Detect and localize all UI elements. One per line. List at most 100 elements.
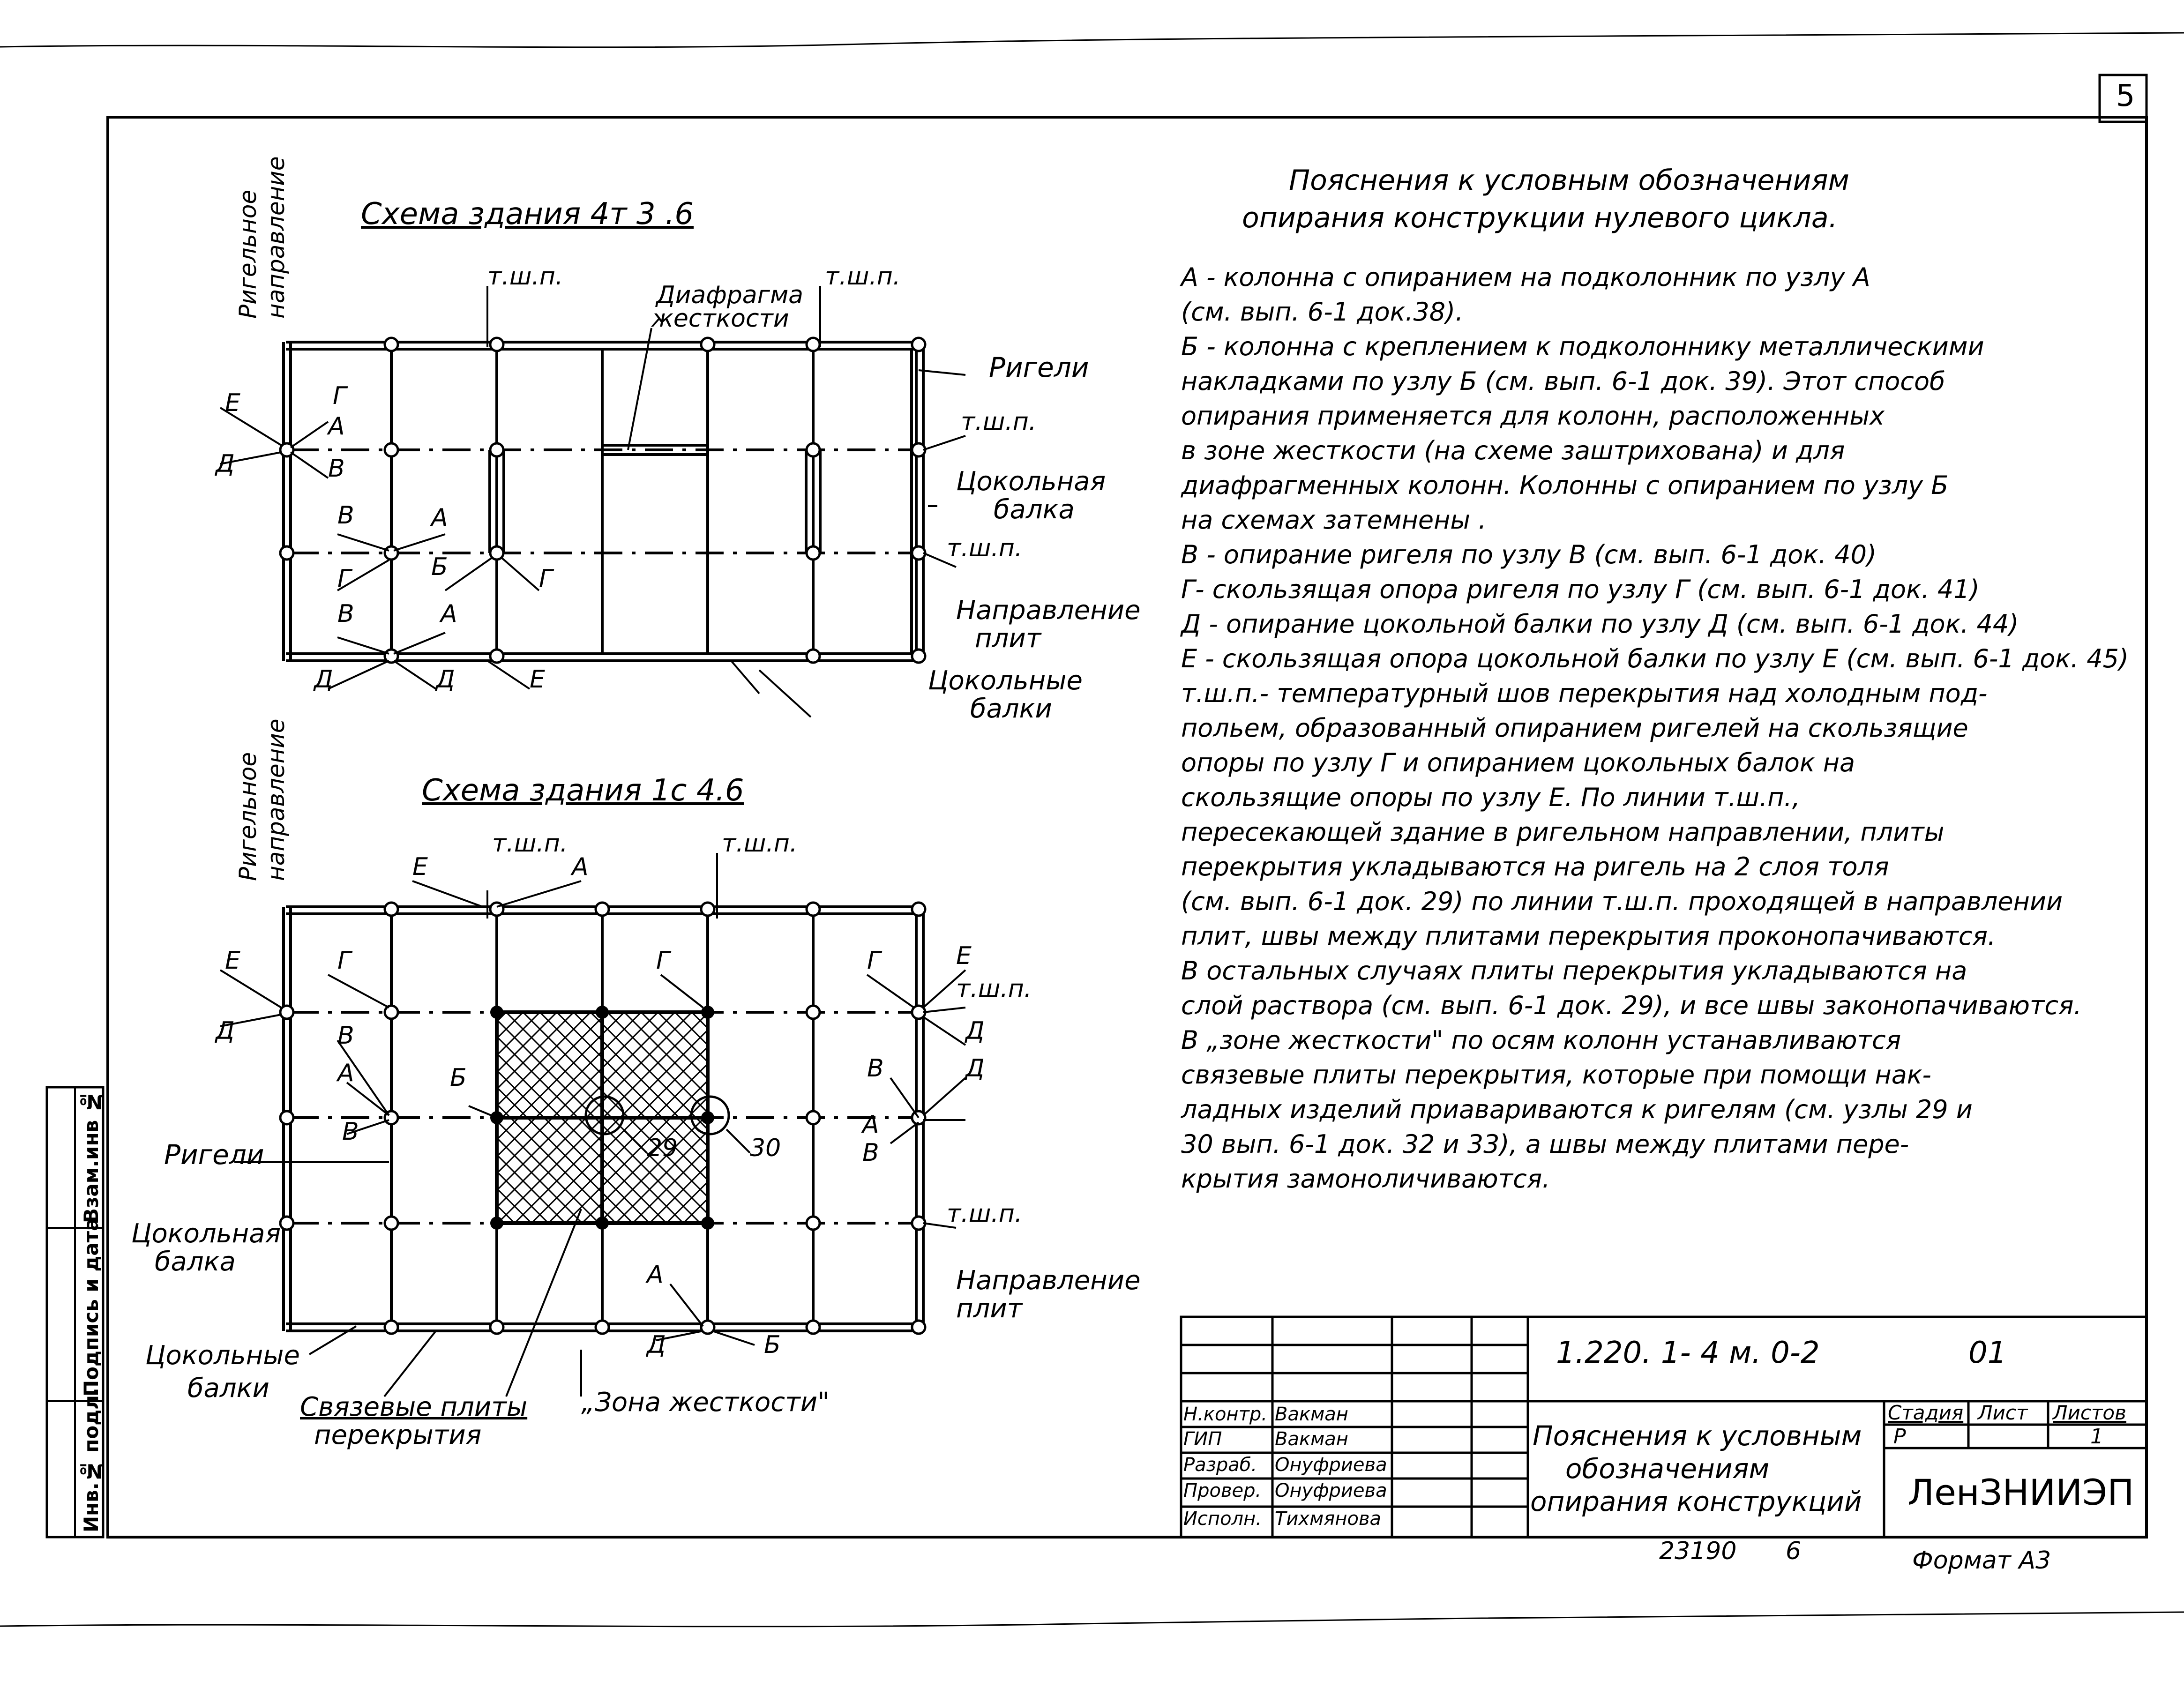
top-tshp-1: т.ш.п. <box>487 262 563 291</box>
explanation-line: т.ш.п.- температурный шов перекрытия над… <box>1181 679 1988 708</box>
top-node-D3: Д <box>436 665 455 694</box>
page-number: 5 <box>2116 79 2135 113</box>
bottom-tsokol-2: балка <box>155 1247 236 1277</box>
bottom-node-D4: Д <box>647 1331 666 1359</box>
bottom-tshp-4: т.ш.п. <box>947 1200 1023 1228</box>
signature-role: ГИП <box>1183 1428 1222 1450</box>
explanation-line: В „зоне жесткости" по осям колонн устана… <box>1181 1025 1901 1055</box>
explanation-line: 30 вып. 6-1 док. 32 и 33), а швы между п… <box>1181 1129 1909 1159</box>
explanation-line: В остальных случаях плиты перекрытия укл… <box>1181 956 1967 986</box>
sheets-header: Листов <box>2053 1401 2126 1424</box>
bottom-node-V1: В <box>337 1022 354 1050</box>
top-tshp-2: т.ш.п. <box>825 262 901 291</box>
explanation-line: крытия замоноличиваются. <box>1181 1164 1550 1194</box>
top-tsokolnye-1: Цокольные <box>928 665 1083 696</box>
top-node-B1: Б <box>431 553 448 581</box>
bottom-node-V3: В <box>342 1118 359 1146</box>
bottom-naprav-2: плит <box>956 1293 1023 1324</box>
top-node-V2: В <box>337 501 354 530</box>
bottom-node-A4: А <box>647 1261 664 1289</box>
sheets-value: 1 <box>2090 1425 2103 1449</box>
explanation-line: Г- скользящая опора ригеля по узлу Г (см… <box>1181 575 1980 604</box>
bottom-label-29: 29 <box>647 1134 678 1162</box>
top-node-A3: А <box>441 600 457 628</box>
bottom-tshp-2: т.ш.п. <box>722 829 798 858</box>
top-scheme-title: Схема здания 4т 3 .6 <box>361 197 694 232</box>
explanation-title-1: Пояснения к условным обозначениям <box>1289 164 1849 197</box>
bottom-tshp-1: т.ш.п. <box>492 829 568 858</box>
top-node-E2: Е <box>530 665 545 694</box>
bottom-node-A2: А <box>337 1059 354 1087</box>
top-rigeli: Ригели <box>989 351 1089 383</box>
top-tsokol-1: Цокольная <box>956 466 1106 497</box>
format-label: Формат А3 <box>1912 1546 2051 1575</box>
signature-role: Провер. <box>1183 1480 1262 1501</box>
sheet-header: Лист <box>1978 1401 2028 1424</box>
bottom-node-D3: Д <box>965 1054 985 1083</box>
bottom-tsokolnye-2: балки <box>187 1373 269 1404</box>
top-node-V3: В <box>337 600 354 628</box>
signature-role: Разраб. <box>1183 1454 1257 1476</box>
bottom-node-B2: Б <box>764 1331 781 1359</box>
doc-title-3: опирания конструкций <box>1530 1486 1862 1517</box>
top-diaphragm-2: жесткости <box>651 305 789 333</box>
top-node-G2: Г <box>337 565 351 593</box>
top-node-E1: Е <box>225 389 240 417</box>
bottom-node-D1: Д <box>216 1017 235 1045</box>
doc-code: 1.220. 1- 4 м. 0-2 <box>1556 1336 1820 1370</box>
top-naprav-1: Направление <box>956 595 1141 626</box>
explanation-line: Д - опирание цокольной балки по узлу Д (… <box>1181 609 2019 639</box>
explanation-line: польем, образованный опиранием ригелей н… <box>1181 713 1968 743</box>
bottom-tsokolnye-1: Цокольные <box>145 1340 300 1371</box>
bottom-zona: „Зона жесткости" <box>581 1387 830 1418</box>
top-tsokolnye-2: балки <box>970 694 1052 724</box>
explanation-line: А - колонна с опиранием на подколонник п… <box>1181 262 1870 292</box>
explanation-line: перекрытия укладываются на ригель на 2 с… <box>1181 852 1889 881</box>
bottom-scheme-title: Схема здания 1с 4.6 <box>422 773 744 808</box>
bottom-rigeli: Ригели <box>164 1139 264 1171</box>
top-node-A1: А <box>328 412 345 441</box>
bottom-node-E1: Е <box>412 853 428 881</box>
bottom-tsokol-1: Цокольная <box>131 1218 281 1249</box>
top-node-D1: Д <box>216 450 235 478</box>
bottom-node-A3: А <box>862 1111 879 1139</box>
explanation-title-2: опирания конструкции нулевого цикла. <box>1242 202 1838 234</box>
signature-name: Онуфриева <box>1275 1454 1387 1476</box>
top-naprav-2: плит <box>975 623 1041 654</box>
doc-title-1: Пояснения к условным <box>1533 1420 1862 1452</box>
signature-name: Вакман <box>1275 1404 1348 1425</box>
signature-role: Исполн. <box>1183 1508 1262 1530</box>
doc-title-2: обозначениям <box>1565 1453 1770 1485</box>
stage-header: Стадия <box>1888 1401 1964 1424</box>
explanation-line: (см. вып. 6-1 док. 29) по линии т.ш.п. п… <box>1181 887 2063 916</box>
sheet-code: 01 <box>1968 1336 2007 1370</box>
top-tshp-3: т.ш.п. <box>961 408 1037 436</box>
bottom-svyaz-1: Связевые плиты <box>300 1392 528 1422</box>
bottom-node-G1: Г <box>337 947 351 975</box>
explanation-line: плит, швы между плитами перекрытия проко… <box>1181 921 1996 951</box>
bottom-node-A1: А <box>572 853 589 881</box>
top-node-A2: А <box>431 504 448 532</box>
signature-role: Н.контр. <box>1183 1404 1267 1425</box>
explanation-line: диафрагменных колонн. Колонны с опирание… <box>1181 471 1949 500</box>
top-diaphragm-1: Диафрагма <box>656 281 804 309</box>
bottom-node-G2: Г <box>656 947 670 975</box>
top-node-G3: Г <box>539 565 553 593</box>
bottom-num: 23190 <box>1659 1537 1737 1565</box>
bottom-node-G3: Г <box>867 947 881 975</box>
explanation-line: В - опирание ригеля по узлу В (см. вып. … <box>1181 540 1877 569</box>
explanation-line: в зоне жесткости (на схеме заштрихована)… <box>1181 436 1845 465</box>
top-node-D2: Д <box>314 665 333 694</box>
explanation-line: пересекающей здание в ригельном направле… <box>1181 817 1945 847</box>
signature-name: Онуфриева <box>1275 1480 1387 1501</box>
bottom-svyaz-2: перекрытия <box>314 1420 482 1450</box>
bottom-tshp-3: т.ш.п. <box>956 975 1032 1003</box>
explanation-line: связевые плиты перекрытия, которые при п… <box>1181 1060 1931 1090</box>
org-name: ЛенЗНИИЭП <box>1907 1471 2134 1513</box>
stage-value: Р <box>1893 1425 1906 1449</box>
bottom-node-E2: Е <box>225 947 240 975</box>
